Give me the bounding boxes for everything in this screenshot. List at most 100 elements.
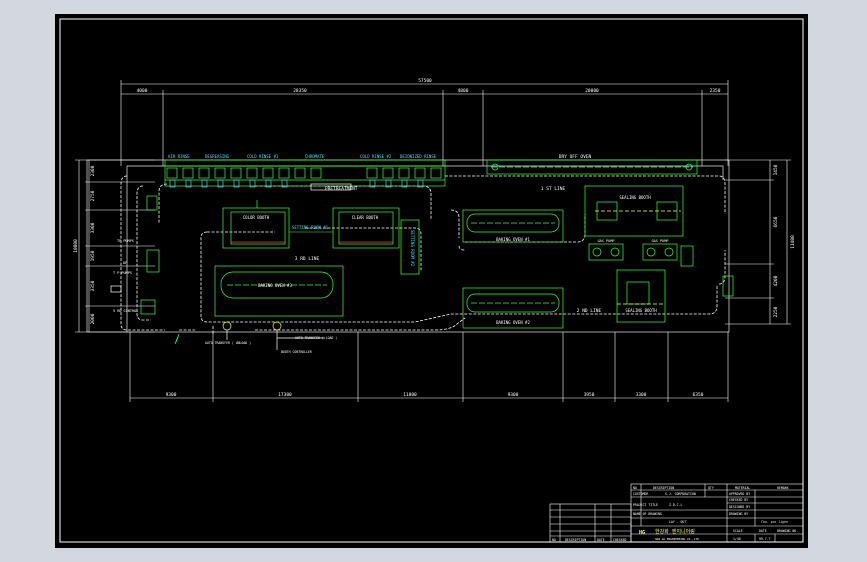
label-transfer-unload: AUTO TRANSFER ( UNLOAD ) [205, 341, 251, 345]
label-setting-room-2: SETTING ROOM #2 [410, 230, 415, 267]
drawing-sheet: 57500 4000 28350 4800 20000 2350 9300 17… [55, 14, 808, 548]
approved-label: APPROVED BY [729, 492, 750, 496]
label-small-left-3: T P PUMPS [113, 271, 132, 275]
transfer-labels: AUTO TRANSFER ( UNLOAD ) AUTO TRANSFER (… [205, 336, 337, 354]
label-gas-pump-1: GAS PUMP [598, 239, 615, 243]
dim-bottom-1: 9300 [166, 392, 177, 398]
title-block [549, 483, 804, 543]
dim-bottom-3: 11800 [403, 392, 417, 398]
pretreatment-line [164, 159, 446, 191]
rev-header-description: DESCRIPTION [565, 538, 586, 542]
dim-left-2: 2750 [90, 190, 96, 201]
dim-top-5: 2350 [710, 88, 721, 94]
transfer-symbols [174, 321, 325, 350]
left-notes: OP TP PUMPS T P PUMPS 5 RD CONTROL [113, 239, 138, 313]
label-degreasing: DEGREASING [205, 154, 230, 159]
cad-drawing: 57500 4000 28350 4800 20000 2350 9300 17… [59, 18, 804, 543]
scale-label: SCALE [733, 529, 743, 533]
dim-left-1: 2300 [90, 165, 96, 176]
company-korean: 한강화 엔지니어링 [655, 528, 695, 535]
label-dry-oven: DRY OFF OVEN [559, 154, 592, 160]
dim-top-3: 4800 [458, 88, 469, 94]
company-english: HAN GA ENGINEERING CO.,LTD [655, 537, 699, 541]
date-value: 99.7.7 [759, 537, 771, 541]
drawing-no-label: DRAWING NO. [777, 529, 798, 533]
label-third-line: 3 RD LINE [295, 256, 320, 262]
designed-label: DESIGNED BY [729, 505, 750, 509]
dim-top-4: 20000 [585, 88, 599, 94]
pretreatment-labels: AIR RINSE DEGREASING COLD RINSE #1 CHROM… [168, 154, 437, 159]
dim-left-4: 1950 [90, 250, 96, 261]
label-cold-rinse-1: COLD RINSE #1 [247, 154, 279, 159]
dim-right-3: 4200 [773, 275, 779, 286]
label-baking-oven-2: BAKING OVEN #2 [496, 320, 530, 325]
dim-bottom-6: 3300 [636, 392, 647, 398]
dim-top-1: 4000 [137, 88, 148, 94]
color-booth [222, 200, 290, 249]
date-label: DATE [759, 529, 767, 533]
label-gas-pump-2: GAS PUMP [652, 239, 669, 243]
baking-oven-2 [462, 287, 564, 329]
label-setting-room-1: SETTING ROOM #1 [292, 225, 329, 230]
label-air-rinse: AIR RINSE [168, 154, 190, 159]
header-remark: REMARK [777, 486, 789, 490]
label-first-line: 1 ST LINE [541, 186, 566, 192]
label-cold-rinse-2: COLD RINSE #2 [360, 154, 392, 159]
sealing-booth-2 [616, 269, 734, 323]
drawing-label: NAME OF DRAWING [633, 512, 662, 516]
label-small-left-1: OP [123, 261, 127, 265]
project-value: Z.D.C.L [669, 503, 683, 507]
label-sealing-booth-2: SEALING BOOTH [625, 308, 657, 313]
label-small-left-4: 5 RD CONTROL [113, 309, 138, 313]
label-second-line: 2 ND LINE [577, 308, 602, 314]
baking-oven-3 [214, 265, 344, 317]
dim-right-4: 2250 [773, 306, 779, 317]
label-color-booth: COLOR BOOTH [243, 215, 270, 220]
dim-right-total: 11400 [790, 235, 796, 249]
gas-pumps [588, 243, 694, 267]
scale-value: 1/40 [733, 537, 741, 541]
label-booth-controller: BOOTH CONTROLLER [281, 350, 312, 354]
dim-overall: 57500 [418, 78, 432, 84]
dim-top-2: 28350 [293, 88, 307, 94]
sealing-booth-1 [584, 185, 684, 237]
drawn-signature: Cho. yun ligen [761, 520, 788, 524]
dim-left-3: 3300 [90, 222, 96, 233]
project-label: PROJECT TITLE [633, 503, 658, 507]
bottom-dimensions: 9300 17300 11800 9300 3950 3300 6350 [129, 332, 729, 402]
title-block-text: NO DESCRIPTION QTY MATERIAL REMARK CUSTO… [552, 486, 798, 542]
rev-header-checked: CHECKED [613, 538, 627, 542]
header-no: NO [633, 486, 637, 490]
dim-bottom-5: 3950 [584, 392, 595, 398]
dim-left-5: 3350 [90, 280, 96, 291]
label-clear-booth: CLEAR BOOTH [352, 215, 379, 220]
clear-booth [332, 207, 420, 275]
drawing-value: LAY - OUT [669, 520, 686, 524]
label-baking-oven-3: BAKING OVEN #3 [258, 283, 292, 288]
label-small-left-2: TP PUMPS [117, 239, 134, 243]
label-chromate: CHROMATE [305, 154, 325, 159]
rev-header-date: DATE [597, 538, 605, 542]
dim-left-6: 2000 [90, 313, 96, 324]
label-pretreatment: PRETREATMENT [325, 186, 358, 192]
dim-bottom-4: 9300 [508, 392, 519, 398]
dim-right-2: 6650 [773, 216, 779, 227]
customer-label: CUSTOMER [633, 492, 648, 496]
right-dimensions: 1450 6650 4200 2250 11400 [725, 159, 796, 325]
dim-right-1: 1450 [773, 164, 779, 175]
label-baking-oven-1: BAKING OVEN #1 [496, 237, 530, 242]
rev-header-no: NO [552, 538, 556, 542]
left-equipment [110, 195, 160, 315]
header-qty: QTY [708, 486, 714, 490]
header-description: DESCRIPTION [653, 486, 674, 490]
customer-value: S.J. CORPORATION [665, 492, 696, 496]
drawn-label: DRAWING BY [729, 512, 748, 516]
checked-label: CHECKED BY [729, 498, 748, 502]
top-dimensions: 57500 4000 28350 4800 20000 2350 [120, 78, 729, 166]
dry-off-oven [486, 159, 698, 175]
drawing-frame [59, 18, 804, 543]
dim-left-total: 18000 [73, 239, 79, 253]
label-sealing-booth-1: SEALING BOOTH [619, 195, 651, 200]
label-transfer-load: AUTO TRANSFER ( LOAD ) [295, 336, 337, 340]
header-material: MATERIAL [735, 486, 750, 490]
